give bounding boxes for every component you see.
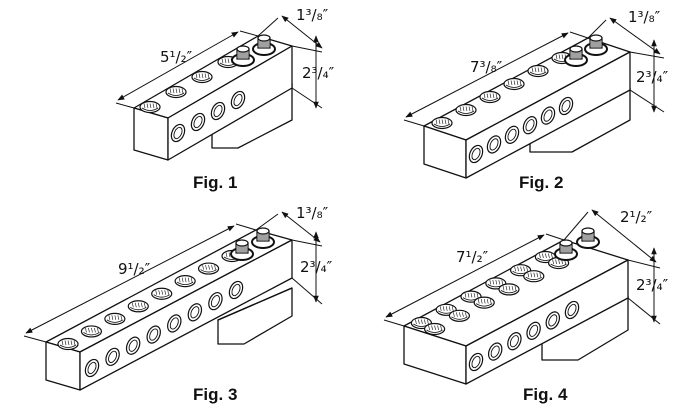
side-hole — [487, 342, 503, 361]
side-hole — [504, 125, 520, 144]
fig1-height-label: 2³/₄″ — [302, 64, 335, 82]
side-hole — [468, 352, 484, 372]
terminal-screw — [251, 227, 275, 249]
terminal-screw — [564, 45, 588, 67]
figure-1-block: 5¹/₂″ 1³/₈″ 2³/₄″ Fig. 1 — [115, 6, 335, 192]
side-hole — [486, 135, 502, 154]
side-hole — [564, 300, 580, 320]
top-hole — [498, 283, 520, 296]
figure-3-block: 9¹/₂″ 1³/₈″ 2³/₄″ Fig. 3 — [23, 204, 333, 404]
top-hole — [104, 312, 126, 325]
top-hole — [455, 103, 477, 117]
fig2-length-label: 7³/₈″ — [470, 58, 503, 76]
figure-4-block: 7¹/₂″ 2¹/₂″ 2³/₄″ Fig. 4 — [383, 208, 669, 404]
fig4-caption: Fig. 4 — [523, 385, 568, 404]
side-hole — [170, 123, 186, 143]
top-hole — [139, 100, 161, 114]
fig4-width-label: 2¹/₂″ — [620, 208, 653, 226]
side-hole — [190, 112, 206, 132]
top-hole — [523, 270, 545, 283]
fig3-width-label: 1³/₈″ — [296, 204, 329, 222]
fig3-height-label: 2³/₄″ — [300, 258, 333, 276]
terminal-screw — [554, 239, 578, 261]
fig1-length-label: 5¹/₂″ — [160, 48, 193, 66]
top-hole — [174, 275, 196, 288]
side-hole — [545, 311, 561, 330]
fig4-length-label: 7¹/₂″ — [456, 248, 489, 266]
fig4-height-label: 2³/₄″ — [636, 276, 669, 294]
fig1-width-label: 1³/₈″ — [296, 6, 329, 24]
terminal-screw — [584, 34, 608, 56]
top-hole — [165, 85, 187, 99]
top-hole — [424, 322, 446, 336]
side-hole — [468, 144, 484, 164]
top-hole — [151, 287, 173, 300]
top-hole — [473, 296, 495, 309]
top-hole — [57, 337, 79, 351]
side-hole — [210, 101, 226, 121]
side-hole — [84, 358, 100, 378]
top-hole — [448, 309, 470, 322]
top-hole — [197, 262, 220, 275]
side-hole — [526, 321, 541, 340]
top-hole — [431, 116, 453, 130]
top-hole — [479, 90, 501, 104]
terminal-screw — [230, 239, 254, 261]
fig2-caption: Fig. 2 — [519, 173, 563, 192]
side-hole — [507, 332, 522, 351]
fig3-length-label: 9¹/₂″ — [118, 260, 151, 278]
fig3-caption: Fig. 3 — [193, 385, 237, 404]
top-hole — [127, 300, 149, 313]
figure-2-block: 7³/₈″ 1³/₈″ 2³/₄″ Fig. 2 — [403, 8, 669, 192]
side-hole — [105, 347, 120, 366]
side-hole — [125, 336, 141, 355]
fig2-width-label: 1³/₈″ — [628, 8, 661, 26]
fig2-height-label: 2³/₄″ — [636, 68, 669, 86]
top-hole — [527, 64, 549, 78]
top-hole — [503, 77, 525, 91]
terminal-screw — [576, 227, 600, 249]
top-hole — [80, 325, 103, 338]
top-hole — [191, 70, 213, 84]
terminal-screw — [252, 34, 276, 56]
fig1-caption: Fig. 1 — [193, 173, 237, 192]
